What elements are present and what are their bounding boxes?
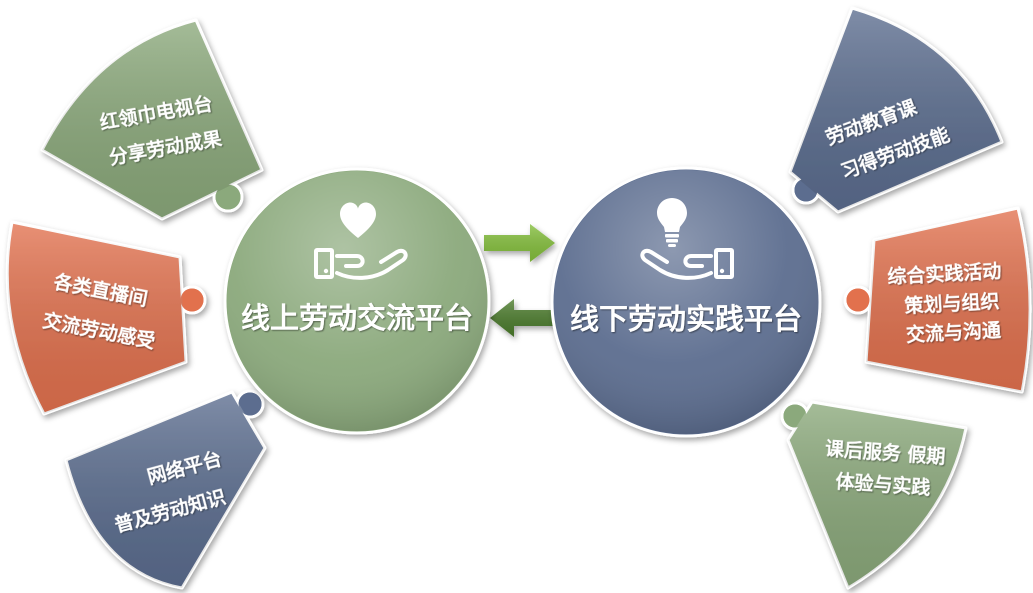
bulb-glass	[657, 198, 687, 232]
hand-cuff-dot	[719, 268, 725, 274]
bulb-base-2	[666, 239, 678, 243]
hand-palm	[640, 248, 713, 280]
circle-gloss	[227, 171, 487, 431]
piece-sheen	[7, 222, 187, 414]
piece-live-streaming	[5, 220, 207, 416]
piece-line-3: 交流与沟通	[905, 318, 1002, 346]
piece-practice-activities	[843, 206, 1032, 394]
piece-sheen	[42, 20, 262, 219]
hand-thumb	[335, 254, 365, 268]
offline-platform-label: 线下劳动实践平台	[570, 302, 802, 336]
puzzle-knob-fill	[238, 392, 262, 416]
bulb-tip	[668, 244, 676, 247]
piece-sheen	[866, 208, 1031, 392]
open-hand-icon	[640, 248, 734, 280]
circle-gloss	[554, 170, 818, 434]
puzzle-knob-fill	[180, 288, 204, 312]
piece-sheen	[66, 392, 265, 588]
hand-cuff	[714, 248, 734, 279]
piece-practice-activities-text: 综合实践活动 策划与组织 交流与沟通	[887, 259, 1003, 346]
puzzle-knob-fill	[846, 288, 870, 312]
arrow-right-icon	[484, 224, 555, 262]
online-platform-node: 线上劳动交流平台	[223, 167, 491, 435]
hand-cuff-dot	[323, 268, 329, 274]
hand-palm	[335, 248, 408, 280]
piece-sheen	[788, 402, 966, 588]
piece-line-2: 策划与组织	[904, 289, 1000, 317]
lightbulb-icon	[657, 198, 687, 247]
piece-sheen	[790, 8, 1002, 212]
puzzle-knob-fill	[215, 184, 241, 210]
arrow-left-icon	[490, 299, 558, 337]
bulb-base-1	[665, 234, 679, 238]
piece-online-network	[64, 389, 267, 590]
arrow-sheen	[484, 224, 555, 262]
piece-after-school-service	[780, 400, 968, 590]
heart-icon	[340, 202, 376, 238]
offline-platform-node: 线下劳动实践平台	[550, 166, 822, 438]
open-hand-icon	[314, 248, 408, 280]
hand-cuff	[314, 248, 334, 279]
piece-red-scarf-tv	[40, 18, 264, 221]
online-platform-label: 线上劳动交流平台	[241, 301, 473, 335]
hand-thumb	[683, 254, 713, 268]
arrow-sheen	[490, 299, 558, 337]
piece-labor-class	[788, 6, 1004, 214]
